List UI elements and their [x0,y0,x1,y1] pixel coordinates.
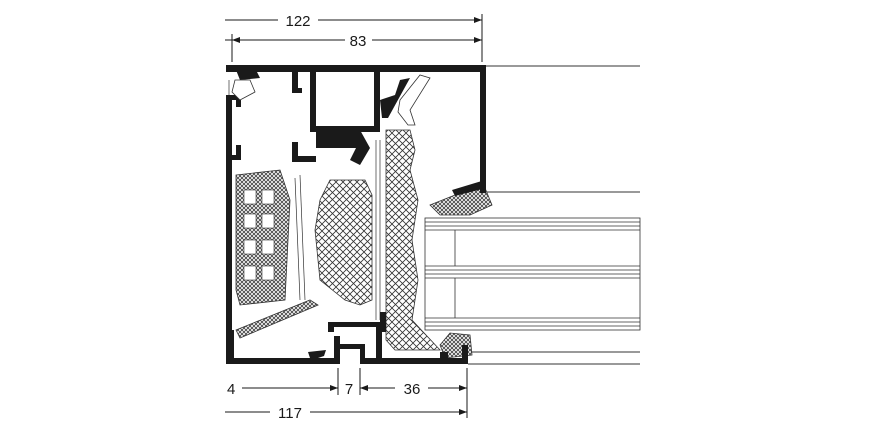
dimension-36-label: 36 [404,381,421,398]
dimension-extension-lines [337,368,468,418]
insulation-block-center [314,179,373,306]
aluminium-profile [226,65,486,364]
sash-seal-left [235,299,319,339]
dimension-7-label: 7 [345,381,353,398]
insulation-block-right [385,129,441,351]
dimension-117-label: 117 [278,405,302,422]
glass-unit [424,217,641,331]
dimension-83 [225,34,482,62]
dimension-4-label: 4 [227,381,235,398]
thermal-break-cells [243,189,275,281]
dimension-83-label: 83 [350,33,367,50]
glass-outline [468,65,640,365]
dimension-122 [225,14,483,62]
dimension-122-label: 122 [285,13,310,30]
gasket-outline-top [231,74,431,126]
